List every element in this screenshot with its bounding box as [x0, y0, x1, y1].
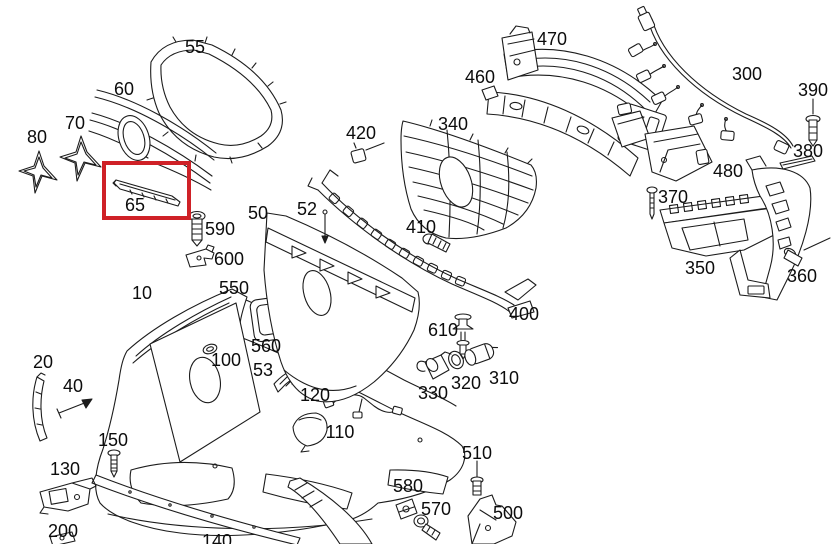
part-label-140[interactable]: 140: [201, 531, 233, 544]
part-350-mounting-bracket: [659, 155, 812, 301]
part-label-40[interactable]: 40: [62, 376, 84, 396]
part-label-50[interactable]: 50: [247, 203, 269, 223]
part-label-600[interactable]: 600: [213, 249, 245, 269]
part-330-sensor-holder: [416, 351, 452, 380]
part-label-570[interactable]: 570: [420, 499, 452, 519]
part-label-80[interactable]: 80: [26, 127, 48, 147]
part-label-100[interactable]: 100: [210, 350, 242, 370]
part-label-510[interactable]: 510: [461, 443, 493, 463]
part-label-400[interactable]: 400: [508, 304, 540, 324]
part-360-clip: [783, 237, 831, 267]
part-460-impact-absorber: [481, 85, 639, 177]
part-140-spoiler-strip: [91, 474, 373, 544]
part-80-star-emblem: [18, 150, 58, 194]
part-label-460[interactable]: 460: [464, 67, 496, 87]
part-390-expansion-rivet: [805, 98, 821, 147]
part-10-bumper-fascia: [95, 288, 466, 537]
part-570-screw: [413, 514, 441, 541]
part-380-strip: [779, 155, 816, 170]
part-label-420[interactable]: 420: [345, 123, 377, 143]
part-label-350[interactable]: 350: [684, 258, 716, 278]
part-label-410[interactable]: 410: [405, 217, 437, 237]
part-500-bracket: [467, 494, 517, 544]
part-label-53[interactable]: 53: [252, 360, 274, 380]
part-label-300[interactable]: 300: [731, 64, 763, 84]
part-580-clip-nut: [395, 498, 418, 520]
part-50-mesh-grille: [263, 212, 420, 403]
part-label-580[interactable]: 580: [392, 476, 424, 496]
part-label-320[interactable]: 320: [450, 373, 482, 393]
part-label-310[interactable]: 310: [488, 368, 520, 388]
part-52-pin: [321, 209, 329, 244]
part-label-330[interactable]: 330: [417, 383, 449, 403]
part-65-trim-strip: [112, 179, 181, 207]
part-590-screw: [188, 210, 206, 247]
part-320-seal-ring: [448, 350, 464, 370]
part-label-150[interactable]: 150: [97, 430, 129, 450]
part-label-55[interactable]: 55: [184, 37, 206, 57]
part-600-clip: [185, 244, 215, 268]
part-480-sensor-bracket: [611, 102, 713, 182]
part-label-120[interactable]: 120: [299, 385, 331, 405]
part-label-610[interactable]: 610: [427, 320, 459, 340]
part-200-bracket: [49, 531, 76, 544]
part-300-sensor-harness: [627, 5, 794, 155]
part-label-560[interactable]: 560: [250, 336, 282, 356]
part-40-direction-arrow: [56, 398, 93, 419]
part-label-360[interactable]: 360: [786, 266, 818, 286]
part-label-130[interactable]: 130: [49, 459, 81, 479]
part-400-support-rail: [307, 169, 537, 319]
part-370-screw: [646, 186, 658, 220]
part-label-480[interactable]: 480: [712, 161, 744, 181]
part-label-340[interactable]: 340: [437, 114, 469, 134]
part-label-200[interactable]: 200: [47, 521, 79, 541]
part-label-370[interactable]: 370: [657, 187, 689, 207]
part-label-590[interactable]: 590: [204, 219, 236, 239]
part-label-70[interactable]: 70: [64, 113, 86, 133]
part-410-bolt: [422, 233, 451, 253]
part-label-380[interactable]: 380: [792, 141, 824, 161]
part-label-390[interactable]: 390: [797, 80, 829, 100]
part-340-slat-grille: [400, 119, 537, 240]
part-150-rivet: [107, 449, 121, 478]
part-70-star-emblem: [59, 135, 102, 182]
part-label-470[interactable]: 470: [536, 29, 568, 49]
part-label-52[interactable]: 52: [296, 199, 318, 219]
part-610-push-rivet: [452, 313, 474, 360]
part-310-parking-sensor: [464, 343, 499, 366]
part-label-110[interactable]: 110: [325, 422, 355, 442]
part-label-60[interactable]: 60: [113, 79, 135, 99]
part-20-side-strip: [32, 372, 48, 442]
part-label-10[interactable]: 10: [131, 283, 153, 303]
part-110-washer-cover: [292, 412, 328, 453]
part-label-500[interactable]: 500: [492, 503, 524, 523]
part-100-grommet: [202, 343, 218, 355]
highlight-box-part-65: [102, 161, 191, 220]
part-label-20[interactable]: 20: [32, 352, 54, 372]
part-label-65[interactable]: 65: [124, 195, 146, 215]
part-510-rivet: [470, 460, 484, 496]
part-130-bracket: [39, 477, 97, 515]
part-55-grille-surround: [146, 36, 287, 164]
part-420-clip: [350, 142, 385, 164]
part-label-550[interactable]: 550: [218, 278, 250, 298]
